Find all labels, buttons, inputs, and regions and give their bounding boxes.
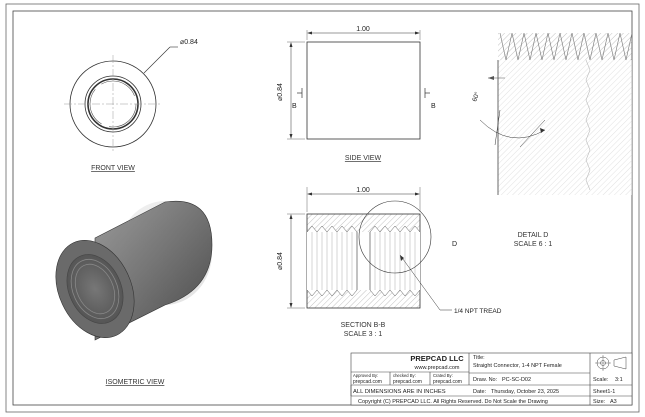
thread-callout: 1/4 NPT TREAD — [454, 308, 502, 315]
isometric-view-label: ISOMETRIC VIEW — [106, 379, 165, 386]
date-value: Thursday, October 23, 2025 — [491, 389, 559, 395]
section-marker-left: B — [292, 103, 297, 110]
inner-border — [12, 10, 633, 406]
side-view-label: SIDE VIEW — [345, 155, 382, 162]
scale-label: Scale: — [593, 377, 609, 383]
created-label: Crated By: — [433, 373, 453, 378]
section-title: SECTION B-B — [341, 322, 386, 329]
section-length-dim: 1.00 — [356, 187, 370, 194]
side-view: 1.00 ⌀0.84 B B SIDE VIEW — [277, 26, 436, 162]
company-website: www.prepcad.com — [414, 365, 460, 371]
size-value: A3 — [610, 399, 617, 405]
approved-value: prepcad.com — [353, 379, 382, 385]
detail-view: 60° DETAIL D SCALE 6 : 1 — [470, 33, 632, 248]
front-view-label: FRONT VIEW — [91, 165, 135, 172]
iso-bore — [66, 254, 124, 324]
draw-no-value: PC-SC-D02 — [502, 377, 531, 383]
outer-border — [5, 3, 640, 413]
title-value: Straight Connector, 1-4 NPT Female — [473, 363, 562, 369]
isometric-view: ISOMETRIC VIEW — [55, 200, 213, 386]
checked-label: checked By: — [393, 373, 416, 378]
third-angle-projection-icon — [595, 355, 627, 371]
size-label: Size: — [593, 399, 606, 405]
approved-label: Approved By: — [353, 373, 378, 378]
front-view: ⌀0.84 FRONT VIEW — [64, 39, 198, 172]
section-view: D 1.00 ⌀0.84 1/4 NPT TREAD SECTION B-B S… — [277, 187, 502, 338]
scale-value: 3:1 — [615, 377, 623, 383]
draw-no-label: Draw. No: — [473, 377, 498, 383]
company-name: PREPCAD LLC — [410, 354, 464, 363]
detail-angle-dim: 60° — [470, 90, 481, 102]
leader-line — [399, 254, 441, 311]
side-length-dim: 1.00 — [356, 26, 370, 33]
front-diameter-dim: ⌀0.84 — [180, 39, 198, 46]
section-scale: SCALE 3 : 1 — [344, 331, 383, 338]
detail-circle — [358, 200, 432, 274]
detail-scale: SCALE 6 : 1 — [514, 241, 553, 248]
units-note: ALL DIMENSIONS ARE IN INCHES — [353, 389, 446, 395]
copyright-notice: Copyright (C) PREPCAD LLC. All Rights Re… — [358, 399, 548, 405]
checked-value: prepcad.com — [393, 379, 422, 385]
detail-title: DETAIL D — [518, 232, 549, 239]
title-block: PREPCAD LLC www.prepcad.com Title: Strai… — [350, 352, 633, 406]
section-diameter-dim: ⌀0.84 — [277, 252, 284, 270]
section-marker-right: B — [431, 103, 436, 110]
leader-line — [143, 46, 171, 74]
thread-lines — [311, 232, 416, 290]
created-value: prepcad.com — [433, 379, 462, 385]
detail-marker: D — [452, 241, 457, 248]
side-diameter-dim: ⌀0.84 — [277, 83, 284, 101]
sheet-number: Sheet1-1 — [593, 389, 615, 395]
title-label: Title: — [473, 355, 485, 361]
date-label: Date: — [473, 389, 487, 395]
